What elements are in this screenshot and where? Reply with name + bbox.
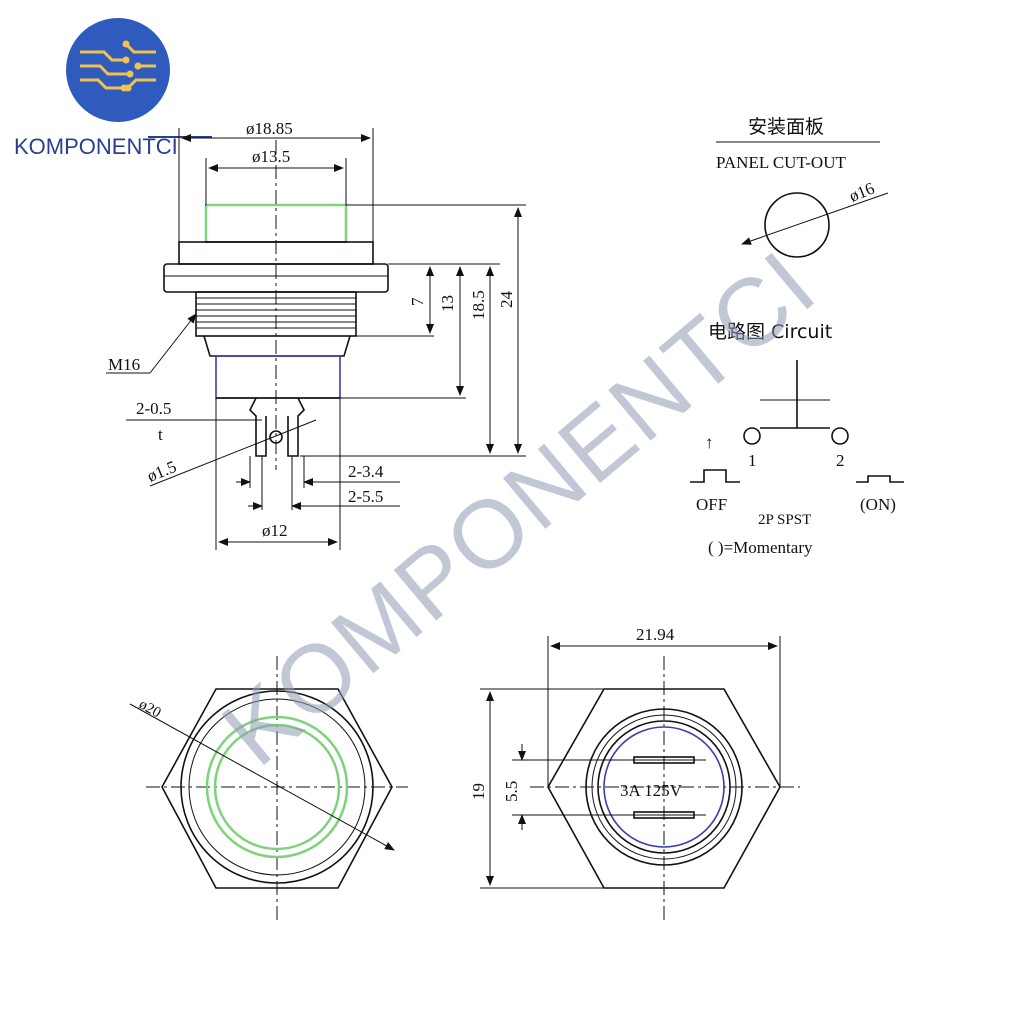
terminal-thickness-label: 2-0.5 (136, 399, 171, 418)
back-view: 3A 125V 21.94 19 5.5 (469, 625, 800, 920)
brand-name: KOMPONENTCI (14, 134, 178, 159)
up-arrow-icon: ↑ (705, 433, 714, 452)
dim-terminal-width-2: 2-5.5 (348, 487, 383, 506)
rating-label: 3A 125V (620, 781, 683, 800)
dim-body-diameter: ø12 (262, 521, 288, 540)
dim-height-18-5: 18.5 (469, 290, 488, 320)
back-height: 19 (469, 783, 488, 800)
dim-height-24: 24 (497, 291, 516, 309)
dim-height-7: 7 (408, 297, 427, 306)
panel-hole-diameter: ø16 (846, 179, 877, 206)
back-width: 21.94 (636, 625, 675, 644)
logo-circuit-icon (66, 18, 170, 122)
circuit-diagram: 电路图 Circuit 1 2 ↑ OFF (ON) 2P SPST ( )=M… (690, 321, 904, 557)
side-view: ø18.85 ø13.5 7 13 18.5 24 M16 2-0.5 t ø1… (106, 119, 526, 550)
dim-height-13: 13 (438, 295, 457, 312)
dim-outer-diameter: ø18.85 (246, 119, 293, 138)
pin-2-label: 2 (836, 451, 845, 470)
dim-terminal-width-1: 2-3.4 (348, 462, 384, 481)
off-button-icon (690, 469, 740, 483)
circuit-title: 电路图 Circuit (708, 321, 832, 343)
thread-size-label: M16 (108, 355, 140, 374)
on-button-icon (856, 475, 904, 483)
hole-diameter-label: ø1.5 (144, 457, 179, 486)
brand-logo: KOMPONENTCI (14, 18, 212, 159)
circuit-type: 2P SPST (758, 512, 811, 528)
terminal-1-icon (743, 427, 761, 445)
off-label: OFF (696, 495, 727, 514)
pin-1-label: 1 (748, 451, 757, 470)
panel-title-en: PANEL CUT-OUT (716, 153, 846, 172)
watermark-text: KOMPONENTCI (203, 231, 836, 787)
panel-cutout: 安装面板 PANEL CUT-OUT ø16 (716, 116, 889, 258)
panel-title-cn: 安装面板 (748, 116, 824, 138)
momentary-legend: ( )=Momentary (708, 538, 813, 557)
terminal-2-icon (831, 427, 849, 445)
terminal-thickness-symbol: t (158, 425, 163, 444)
front-diameter: ø20 (136, 697, 163, 722)
on-label: (ON) (860, 495, 896, 514)
front-view: ø20 (129, 656, 408, 920)
dim-inner-diameter: ø13.5 (252, 147, 290, 166)
terminal-pitch: 5.5 (502, 781, 521, 802)
